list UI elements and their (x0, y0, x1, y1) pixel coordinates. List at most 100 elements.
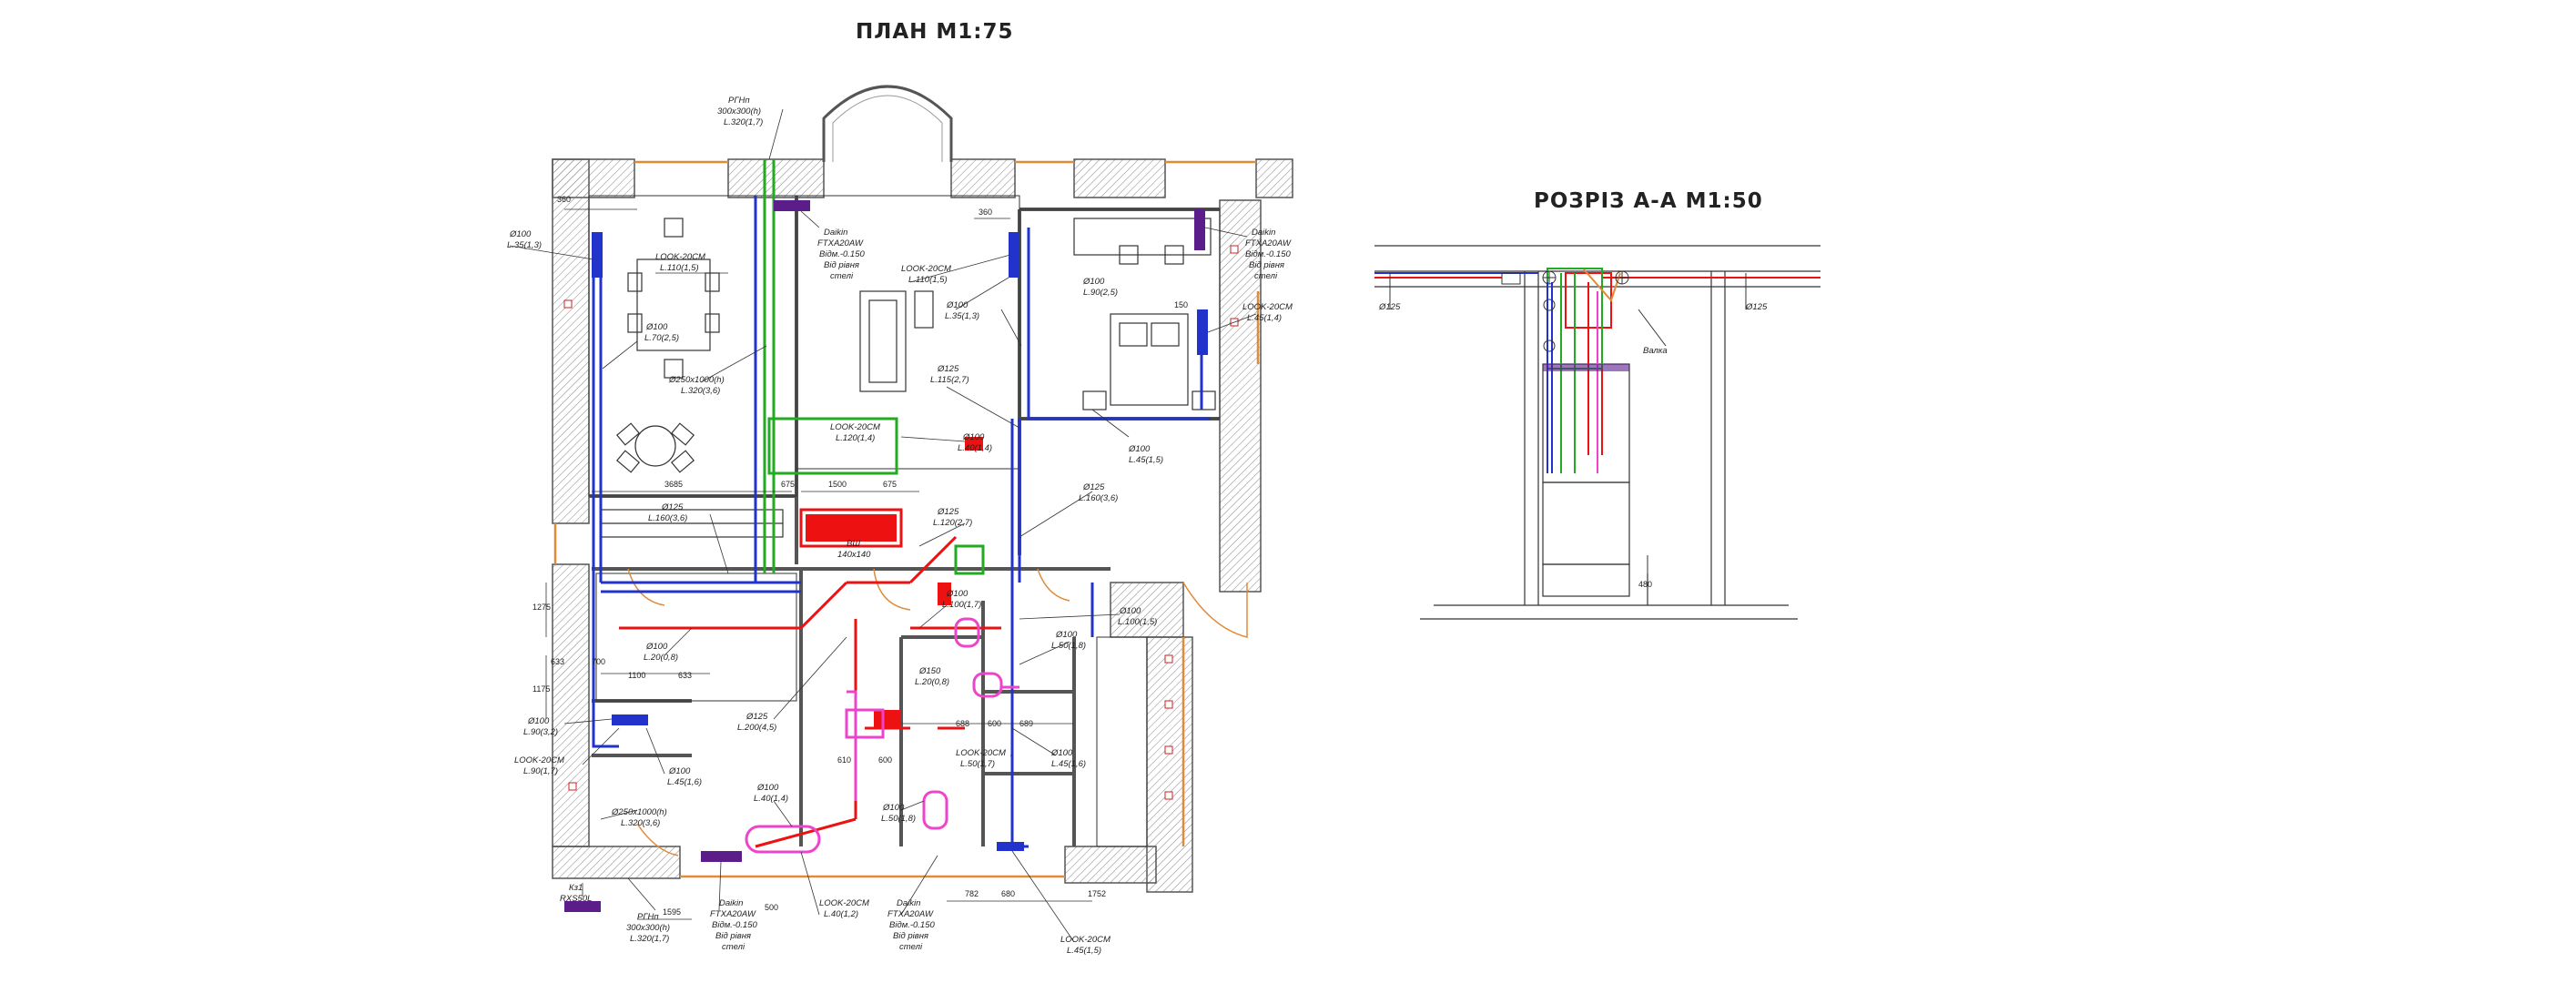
plan-label-d100-f-2: L.45(1,5) (1129, 455, 1163, 465)
plan-label-look-c-2: L.45(1,4) (1247, 313, 1282, 323)
plan-label-dim-1275: 1275 (532, 603, 551, 612)
plan-label-d125-b-1: Ø125 (661, 502, 684, 512)
plan-label-daikin-a-5: стелі (830, 271, 854, 281)
plan-label-dim-1500: 1500 (828, 480, 847, 489)
plan-labels: РГНп300x300(h)L.320(1,7)Ø100L.35(1,3)360… (507, 96, 1293, 956)
plan-label-d125-b-2: L.160(3,6) (648, 513, 687, 523)
drain-lines (745, 617, 1019, 854)
plan-label-daikin-a-4: Від рівня (824, 260, 859, 270)
bay-window (822, 85, 953, 162)
section-drawing (1374, 245, 1820, 620)
plan-label-rgn-top-1: РГНп (728, 96, 750, 106)
plan-label-daikin-b-2: FTXA20AW (1245, 238, 1292, 248)
plan-label-d100-c-1: Ø100 (946, 300, 969, 310)
plan-label-kz-1: Кз1 (569, 883, 583, 893)
plan-label-dim-610: 610 (837, 755, 851, 765)
leader-lines (509, 108, 1257, 943)
plan-label-daikin-c-2: FTXA20AW (710, 909, 756, 919)
section-label-sec-d125-right: Ø125 (1745, 302, 1768, 312)
plan-label-dim-688: 688 (956, 719, 969, 728)
plan-label-d100-i-2: L.50(1,8) (1051, 641, 1086, 651)
plan-label-look-c-1: LOOK-20CM (1242, 302, 1293, 312)
section-title: РОЗРІЗ А-А М1:50 (1534, 189, 1763, 213)
plan-label-d125-e-2: L.200(4,5) (737, 723, 776, 733)
plan-label-dim-1752: 1752 (1088, 889, 1106, 898)
plan-label-dim-700: 700 (592, 657, 605, 666)
plan-label-daikin-c-1: Daikin (719, 898, 743, 908)
plan-label-look-f-1: LOOK-20CM (956, 748, 1006, 758)
plan-label-look-d-2: L.120(1,4) (836, 433, 875, 443)
return-units (806, 437, 983, 728)
plan-label-d100-g-2: L.100(1,7) (942, 600, 981, 610)
plan-label-look-g-2: L.40(1,2) (824, 909, 858, 919)
plan-label-vsh-1: ВШ (847, 539, 860, 549)
plan-label-look-b-2: L.110(1,5) (908, 275, 948, 285)
section-label-sec-valve: Валка (1643, 346, 1668, 356)
plan-label-d100-e-2: L.40(1,4) (958, 443, 992, 453)
door-swings (627, 568, 1248, 856)
dimension-lines (545, 208, 1092, 920)
plan-label-kz-2: RXS50L (560, 894, 592, 904)
plan-label-rgn-top-3: L.320(1,7) (724, 117, 763, 127)
plan-label-d100-i-1: Ø100 (1055, 630, 1078, 640)
plan-label-dim-150: 150 (1174, 300, 1188, 309)
plan-label-dim-600-b: 600 (878, 755, 892, 765)
plan-label-dim-680: 680 (1001, 889, 1015, 898)
plan-label-daikin-b-3: Відм.-0.150 (1245, 249, 1292, 259)
plan-label-d100-j-2: L.20(0,8) (644, 653, 678, 663)
plan-label-dim-633-b: 633 (678, 671, 692, 680)
plan-label-d100-m-2: L.45(1,6) (1051, 759, 1086, 769)
supply-ducts (592, 196, 1211, 848)
plan-label-d100-b-2: L.70(2,5) (644, 333, 679, 343)
plan-label-d125-d-1: Ø125 (937, 507, 959, 517)
plan-label-daikin-b-4: Від рівня (1249, 260, 1284, 270)
wall-thin-lines (588, 195, 1221, 847)
plan-label-d100-d-2: L.90(2,5) (1083, 288, 1118, 298)
plan-label-dim-360-a: 360 (557, 195, 571, 204)
plan-label-daikin-d-2: FTXA20AW (887, 909, 934, 919)
plan-label-daikin-b-1: Daikin (1252, 228, 1275, 238)
plan-label-look-d-1: LOOK-20CM (830, 422, 880, 432)
window-openings (553, 160, 1260, 878)
plan-label-dim-1175: 1175 (532, 684, 550, 694)
plan-label-d100-h-1: Ø100 (1119, 606, 1141, 616)
plan-label-dim-1100: 1100 (628, 671, 645, 680)
plan-label-d125-c-1: Ø125 (1082, 482, 1105, 492)
plan-label-d100-l-2: L.45(1,6) (667, 777, 702, 787)
plan-label-d100-l-1: Ø100 (668, 766, 691, 776)
plan-label-look-e-2: L.90(1,7) (523, 766, 558, 776)
plan-label-dim-360-b: 360 (979, 208, 992, 217)
plan-label-d100-g-1: Ø100 (946, 589, 969, 599)
plan-label-rgn-top-2: 300x300(h) (717, 106, 761, 117)
section-label-sec-dim-480: 480 (1638, 580, 1652, 589)
plan-label-look-a-1: LOOK-20CM (655, 252, 705, 262)
plan-label-d100-a-2: L.35(1,3) (507, 240, 542, 250)
plan-label-daikin-c-4: Від рівня (715, 931, 751, 941)
plan-label-d100-m-1: Ø100 (1050, 748, 1073, 758)
bay-window-inner (832, 95, 943, 162)
plan-drawing (509, 85, 1293, 943)
plan-label-look-a-2: L.110(1,5) (660, 263, 699, 273)
indoor-units (564, 200, 1205, 912)
plan-label-dim-782: 782 (965, 889, 979, 898)
fresh-air-ducts (763, 159, 985, 575)
plan-label-dim-3685: 3685 (664, 480, 683, 489)
supply-units (592, 232, 1208, 851)
plan-label-rgn-bot-3: L.320(1,7) (630, 934, 669, 944)
plan-label-dim-689: 689 (1019, 719, 1033, 728)
plan-label-daikin-a-1: Daikin (824, 228, 847, 238)
plan-label-d125-a-1: Ø125 (937, 364, 959, 374)
plan-label-d250-a-1: Ø250x1000(h) (668, 375, 725, 385)
plan-label-dim-500: 500 (765, 903, 778, 912)
plan-label-d100-j-1: Ø100 (645, 642, 668, 652)
plan-label-dim-633-a: 633 (551, 657, 564, 666)
plan-label-look-h-2: L.45(1,5) (1067, 946, 1101, 956)
plan-label-daikin-d-5: стелі (899, 942, 923, 952)
plan-title: ПЛАН М1:75 (856, 20, 1014, 44)
plan-label-daikin-d-4: Від рівня (893, 931, 928, 941)
plan-label-look-b-1: LOOK-20CM (901, 264, 951, 274)
wall-markers (563, 245, 1239, 800)
plan-label-d100-a-1: Ø100 (509, 229, 532, 239)
